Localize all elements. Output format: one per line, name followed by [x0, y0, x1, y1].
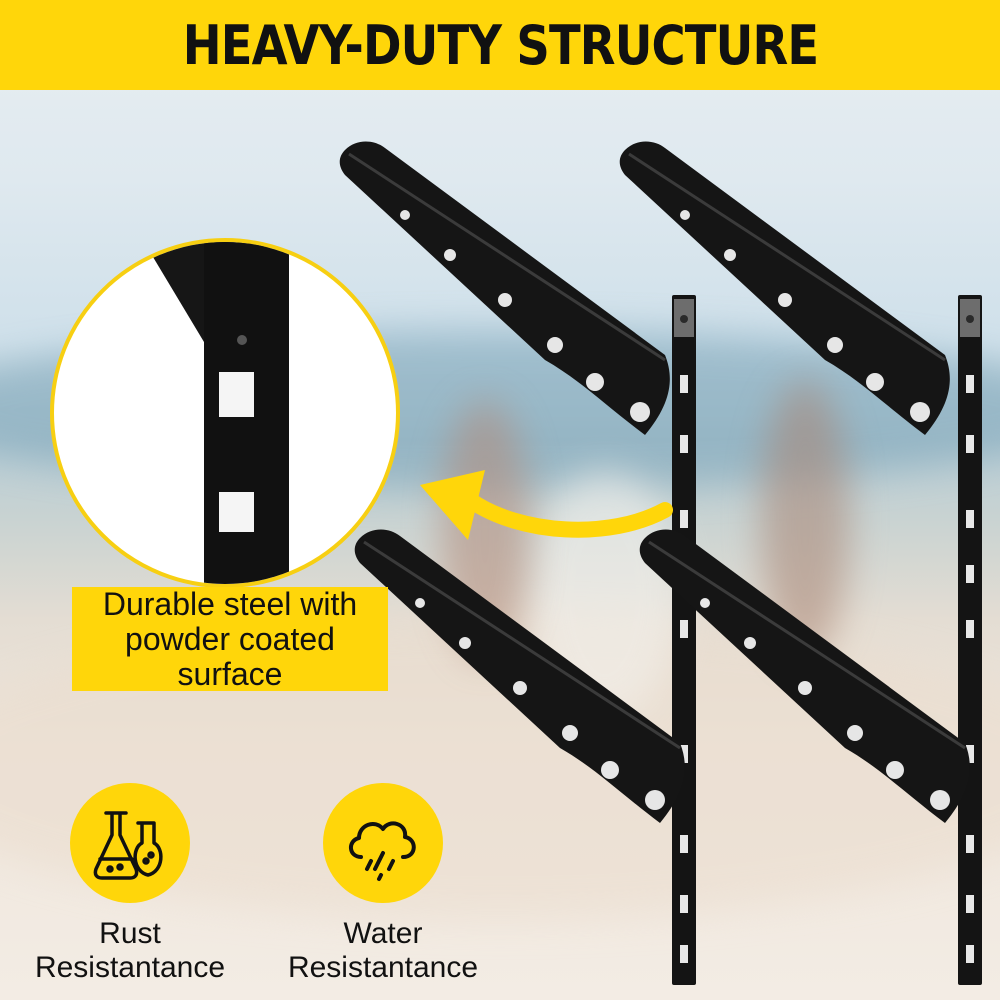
flask-icon-graphic [93, 811, 163, 880]
material-callout-text: Durable steel with powder coated surface [102, 585, 358, 692]
rain-cloud-icon-graphic [349, 821, 416, 881]
material-callout: Durable steel with powder coated surface [72, 585, 388, 692]
feature-water-label: Water Resistantance [287, 917, 479, 984]
feature-rust-label: Rust Resistantance [34, 917, 226, 984]
post-detail-graphic [144, 242, 289, 584]
header-banner: HEAVY-DUTY STRUCTURE [0, 0, 1000, 90]
feature-water-resistance: Water Resistantance [263, 783, 503, 985]
rain-cloud-icon [323, 783, 443, 903]
feature-rust-resistance: Rust Resistantance [10, 783, 250, 985]
flask-icon [70, 783, 190, 903]
page-title: HEAVY-DUTY STRUCTURE [182, 13, 818, 77]
detail-zoom-circle [50, 238, 400, 588]
